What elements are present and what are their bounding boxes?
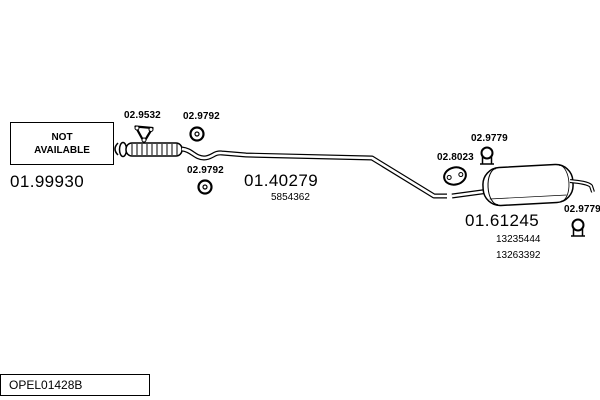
oem-number-rear-silencer-1: 13235444 [496, 234, 541, 245]
not-available-box: NOT AVAILABLE [10, 122, 114, 165]
part-number-front[interactable]: 01.99930 [10, 172, 85, 191]
oem-number-rear-silencer-2: 13263392 [496, 250, 541, 261]
clamp-icon [480, 146, 494, 165]
rear-silencer-drawing [482, 163, 574, 207]
ring-gasket-icon [189, 126, 205, 142]
oval-gasket-icon [443, 166, 467, 186]
fitting-label-clamp-mid[interactable]: 02.9779 [471, 133, 508, 144]
tailpipe-drawing [569, 179, 595, 193]
drawing-code: OPEL01428B [9, 378, 83, 392]
ring-gasket-icon [197, 179, 213, 195]
not-available-line2: AVAILABLE [34, 144, 90, 156]
part-number-centre-pipe[interactable]: 01.40279 [244, 171, 319, 190]
fitting-label-oval-gasket[interactable]: 02.8023 [437, 152, 474, 163]
fitting-label-ring-gasket-mid[interactable]: 02.9792 [187, 165, 224, 176]
clamp-icon [571, 218, 585, 237]
drawing-code-box: OPEL01428B [0, 374, 150, 396]
part-number-rear-silencer[interactable]: 01.61245 [465, 211, 540, 230]
inlet-flange-icon [114, 141, 128, 158]
centre-pipe-drawing [181, 146, 447, 199]
fitting-label-clamp-tail[interactable]: 02.9779 [564, 204, 600, 215]
triangle-gasket-icon [134, 125, 154, 144]
oem-number-centre-pipe: 5854362 [271, 192, 310, 203]
fitting-label-ring-gasket-top[interactable]: 02.9792 [183, 111, 220, 122]
flex-pipe-icon [125, 142, 183, 157]
not-available-line1: NOT [51, 131, 73, 143]
fitting-label-triangle-gasket[interactable]: 02.9532 [124, 110, 161, 121]
